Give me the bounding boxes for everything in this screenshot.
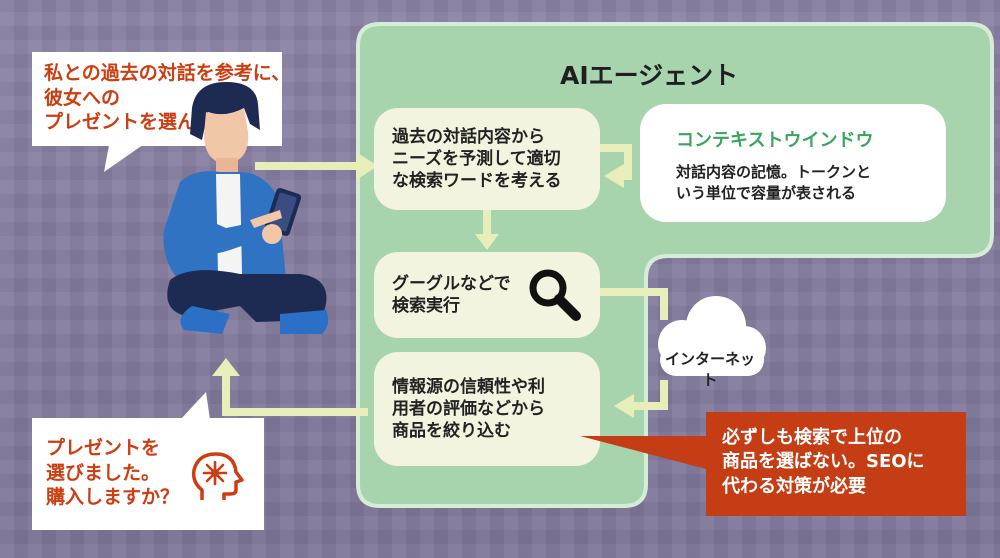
ai-head-icon	[191, 452, 244, 500]
step-card-3: 情報源の信頼性や利 用者の評価などから 商品を絞り込む	[374, 352, 600, 466]
note-line1: 必ずしも検索で上位の	[722, 427, 902, 448]
step1-line3: な検索ワードを考える	[392, 171, 562, 192]
magnifier-icon	[529, 269, 581, 321]
step-card-1: 過去の対話内容から ニーズを予測して適切 な検索ワードを考える	[374, 108, 600, 210]
note-line3: 代わる対策が必要	[722, 475, 866, 497]
user-speech-line2: 彼女への	[44, 86, 121, 109]
agent-title: AIエージェント	[560, 61, 739, 90]
internet-label: インターネット	[664, 350, 755, 389]
step2-line1: グーグルなどで	[392, 273, 511, 294]
step3-line3: 商品を絞り込む	[392, 421, 511, 442]
reply-speech-line2: 選びました。	[46, 461, 161, 484]
step2-line2: 検索実行	[392, 296, 460, 316]
user-speech-line1: 私との過去の対話を参考に、	[44, 62, 291, 84]
user-speech-line3: プレゼントを選んで	[44, 111, 215, 134]
context-window-line1: 対話内容の記憶。トークンと	[676, 163, 872, 181]
seo-note-box: 必ずしも検索で上位の 商品を選ばない。SEOに 代わる対策が必要	[706, 412, 966, 516]
context-window-title: コンテキストウインドウ	[676, 130, 874, 151]
reply-speech-line3: 購入しますか？	[46, 486, 180, 509]
cloud-icon	[658, 296, 766, 376]
note-line2: 商品を選ばない。SEOに	[722, 451, 925, 473]
person-with-phone	[163, 82, 329, 334]
reply-speech-line1: プレゼントを	[46, 437, 161, 459]
step1-line2: ニーズを予測して適切	[392, 148, 561, 169]
step3-line2: 用者の評価などから	[392, 398, 545, 419]
context-window-line2: いう単位で容量が表される	[676, 184, 857, 202]
context-window-card: コンテキストウインドウ 対話内容の記憶。トークンと いう単位で容量が表される	[640, 104, 946, 222]
step3-line1: 情報源の信頼性や利	[392, 376, 545, 397]
step1-line1: 過去の対話内容から	[392, 126, 545, 147]
